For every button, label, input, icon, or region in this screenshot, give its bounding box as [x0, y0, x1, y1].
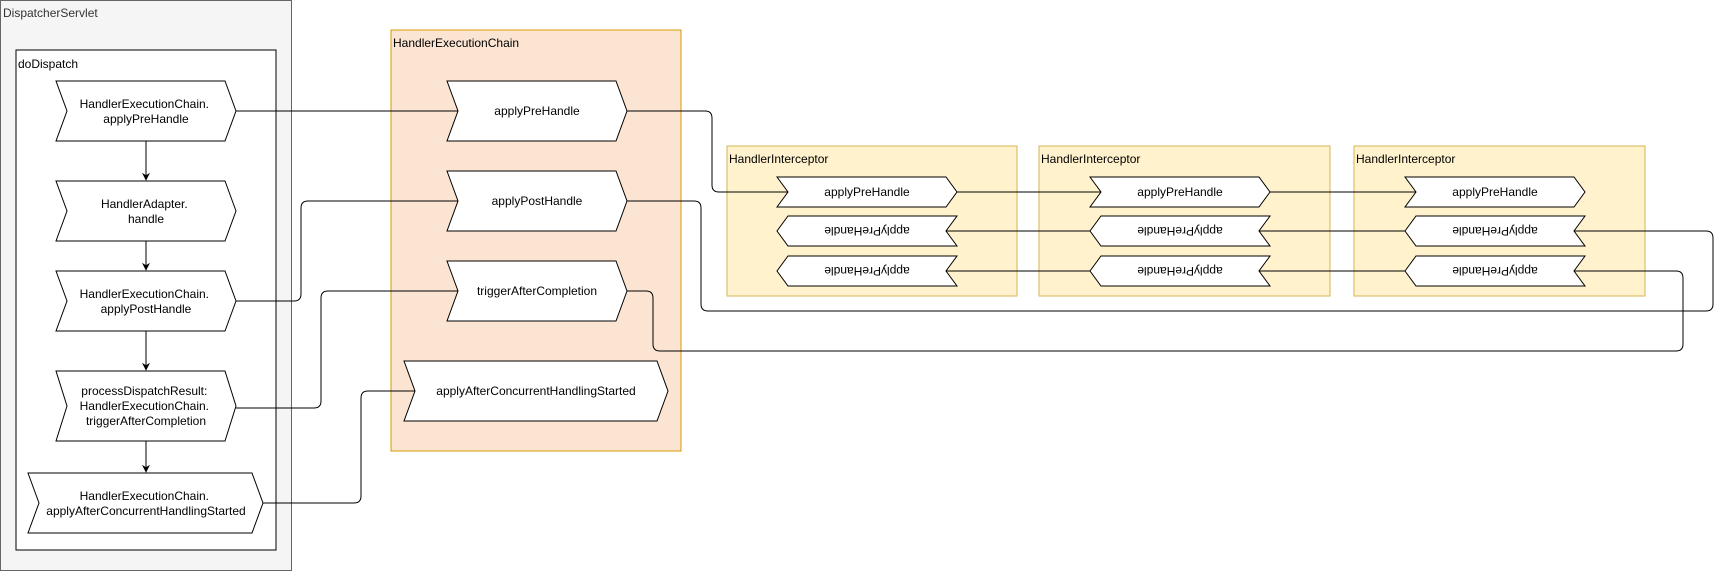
chain-step-label: applyAfterConcurrentHandlingStarted	[436, 384, 635, 398]
interceptor-2-pre-handle: applyPreHandle	[1089, 176, 1271, 208]
call-arrow	[263, 387, 426, 504]
chain-step-apply-pre-handle: applyPreHandle	[446, 80, 628, 142]
interceptor-label: HandlerInterceptor	[1356, 152, 1455, 166]
connectors	[142, 107, 1714, 504]
chain-step-apply-after-concurrent: applyAfterConcurrentHandlingStarted	[403, 360, 669, 422]
interceptor-2-reverse-2: applyPreHandle	[1089, 255, 1271, 287]
handler-execution-chain-label: HandlerExecutionChain	[393, 36, 519, 50]
svg-text:HandlerAdapter. handle: HandlerAdapter. handle	[101, 197, 191, 226]
interceptor-step-label-flipped: applyPreHandle	[1137, 224, 1223, 238]
interceptor-3-pre-handle: applyPreHandle	[1404, 176, 1586, 208]
return-arrow	[627, 200, 1714, 312]
interceptor-1-reverse-2: applyPreHandle	[776, 255, 958, 287]
chain-step-label: applyPreHandle	[494, 104, 580, 118]
svg-text:HandlerExecutionChain. a: HandlerExecutionChain. applyAfterConcurr…	[46, 489, 245, 518]
interceptor-step-label: applyPreHandle	[824, 185, 910, 199]
step-label-line: handle	[128, 212, 164, 226]
step-label-line: applyAfterConcurrentHandlingStarted	[46, 504, 245, 518]
step-label-line: applyPostHandle	[101, 302, 192, 316]
svg-text:HandlerExecutionChain. a: HandlerExecutionChain. applyPreHandle	[80, 97, 213, 126]
step-label-line: HandlerAdapter.	[101, 197, 188, 211]
interceptor-2-reverse-1: applyPreHandle	[1089, 215, 1271, 247]
step-label-line: processDispatchResult:	[81, 384, 207, 398]
svg-text:HandlerExecutionChain. a: HandlerExecutionChain. applyPostHandle	[80, 287, 213, 316]
dispatch-step-apply-post-handle: HandlerExecutionChain. applyPostHandle	[55, 270, 237, 332]
interceptor-step-label-flipped: applyPreHandle	[824, 264, 910, 278]
forward-arrow	[627, 110, 800, 196]
interceptor-step-label-flipped: applyPreHandle	[824, 224, 910, 238]
interceptor-label: HandlerInterceptor	[729, 152, 828, 166]
interceptor-step-label: applyPreHandle	[1137, 185, 1223, 199]
call-arrow	[236, 287, 472, 409]
interceptor-step-label-flipped: applyPreHandle	[1452, 264, 1538, 278]
step-label-line: HandlerExecutionChain.	[80, 97, 209, 111]
step-label-line: HandlerExecutionChain.	[80, 287, 209, 301]
chain-step-trigger-after-completion: triggerAfterCompletion	[446, 260, 628, 322]
interceptor-step-label-flipped: applyPreHandle	[1452, 224, 1538, 238]
step-label-line: HandlerExecutionChain.	[80, 399, 209, 413]
call-arrow	[236, 197, 472, 302]
step-label-line: triggerAfterCompletion	[86, 414, 206, 428]
chain-step-apply-post-handle: applyPostHandle	[446, 170, 628, 232]
interceptor-3-reverse-1: applyPreHandle	[1404, 215, 1586, 247]
return-arrow	[627, 267, 1684, 352]
dispatch-step-apply-pre-handle: HandlerExecutionChain. applyPreHandle	[55, 80, 237, 142]
interceptor-1-pre-handle: applyPreHandle	[776, 176, 958, 208]
dispatch-step-apply-after-concurrent: HandlerExecutionChain. applyAfterConcurr…	[27, 472, 264, 534]
interceptor-3-reverse-2: applyPreHandle	[1404, 255, 1586, 287]
interceptor-step-label-flipped: applyPreHandle	[1137, 264, 1223, 278]
chain-step-label: triggerAfterCompletion	[477, 284, 597, 298]
chain-step-label: applyPostHandle	[492, 194, 583, 208]
interceptor-step-label: applyPreHandle	[1452, 185, 1538, 199]
step-label-line: applyPreHandle	[103, 112, 189, 126]
svg-text:processDispatchResult: H: processDispatchResult: HandlerExecutionC…	[80, 384, 213, 428]
interceptor-1-reverse-1: applyPreHandle	[776, 215, 958, 247]
dispatch-step-process-dispatch-result: processDispatchResult: HandlerExecutionC…	[55, 370, 237, 442]
interceptor-label: HandlerInterceptor	[1041, 152, 1140, 166]
step-label-line: HandlerExecutionChain.	[80, 489, 209, 503]
do-dispatch-label: doDispatch	[18, 57, 78, 71]
dispatcher-servlet-label: DispatcherServlet	[3, 6, 98, 20]
dispatch-step-handle: HandlerAdapter. handle	[55, 180, 237, 242]
